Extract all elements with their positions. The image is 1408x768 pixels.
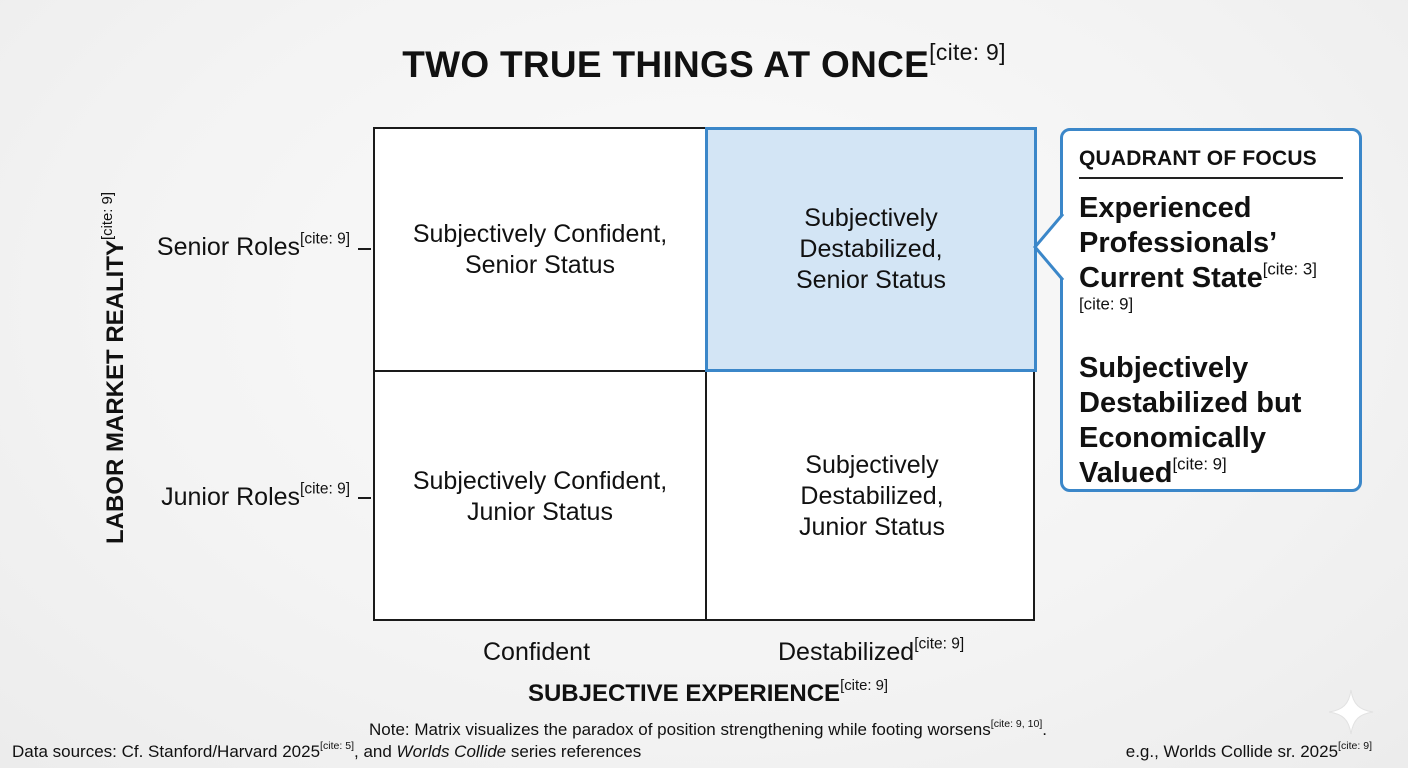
grid-horizontal-divider (375, 370, 1033, 372)
sources-cite: [cite: 5] (320, 740, 354, 753)
sources-mid: , and (354, 742, 397, 761)
column-label-destabilized-cite: [cite: 9] (914, 635, 965, 653)
row-label-senior-text: Senior Roles (156, 233, 301, 261)
quadrant-destabilized-senior-label: Subjectively Destabilized, Senior Status (795, 204, 947, 294)
row-label-junior-text: Junior Roles (161, 483, 301, 511)
quadrant-destabilized-junior-label: Subjectively Destabilized, Junior Status (799, 451, 945, 541)
row-label-senior: Senior Roles[cite: 9] (156, 230, 350, 262)
row-label-senior-cite: [cite: 9] (300, 230, 350, 248)
y-axis-title: LABOR MARKET REALITY[cite: 9] (99, 192, 130, 544)
note-suffix: . (1042, 720, 1048, 739)
row-label-junior-cite: [cite: 9] (300, 480, 350, 498)
callout-primary: Experienced Professionals’ Current State… (1079, 191, 1343, 331)
callout-secondary-text: Subjectively Destabilized but Economical… (1079, 352, 1302, 489)
reference-text: e.g., Worlds Collide sr. 2025 (1125, 742, 1339, 761)
row-label-junior: Junior Roles[cite: 9] (161, 480, 350, 512)
quadrant-destabilized-senior-highlighted: Subjectively Destabilized, Senior Status (705, 127, 1037, 372)
title-cite: [cite: 9] (929, 38, 1006, 65)
callout-pointer-arrow (1033, 213, 1065, 281)
matrix-note: Note: Matrix visualizes the paradox of p… (0, 718, 1408, 740)
quadrant-confident-senior-label: Subjectively Confident, Senior Status (412, 219, 668, 279)
focus-callout: QUADRANT OF FOCUS Experienced Profession… (1060, 128, 1362, 492)
note-text: Note: Matrix visualizes the paradox of p… (368, 720, 991, 739)
quadrant-confident-junior-label: Subjectively Confident, Junior Status (412, 466, 668, 526)
sources-suffix: series references (506, 742, 642, 761)
quadrant-confident-senior: Subjectively Confident, Senior Status (375, 129, 705, 370)
y-axis-cite: [cite: 9] (99, 192, 116, 240)
callout-secondary: Subjectively Destabilized but Economical… (1079, 351, 1343, 491)
column-label-confident-text: Confident (483, 638, 591, 666)
callout-primary-text: Experienced Professionals’ Current State (1079, 192, 1276, 294)
column-label-destabilized-text: Destabilized (778, 638, 915, 666)
matrix-grid: Subjectively Confident, Senior Status Su… (373, 127, 1037, 621)
axis-tick-junior (358, 497, 371, 499)
x-axis-title-text: SUBJECTIVE EXPERIENCE (527, 680, 841, 707)
callout-secondary-cite: [cite: 9] (1172, 454, 1227, 474)
reference-cite: [cite: 9] (1338, 740, 1372, 753)
grid-vertical-divider (705, 129, 707, 619)
x-axis-title: SUBJECTIVE EXPERIENCE[cite: 9] (0, 677, 1408, 708)
sources-italic-title: Worlds Collide (396, 742, 507, 761)
column-label-destabilized: Destabilized[cite: 9] (778, 635, 965, 667)
note-cite: [cite: 9, 10] (990, 718, 1043, 731)
x-axis-cite: [cite: 9] (840, 677, 889, 694)
sparkle-icon (1328, 689, 1374, 735)
page-title: TWO TRUE THINGS AT ONCE[cite: 9] (0, 40, 1408, 86)
reference-footer: e.g., Worlds Collide sr. 2025[cite: 9] (1125, 740, 1372, 762)
data-sources-footer: Data sources: Cf. Stanford/Harvard 2025[… (12, 740, 642, 762)
title-text: TWO TRUE THINGS AT ONCE (402, 44, 930, 85)
sources-prefix: Data sources: Cf. Stanford/Harvard 2025 (12, 742, 321, 761)
y-axis-title-text: LABOR MARKET REALITY (102, 239, 129, 544)
column-label-confident: Confident (483, 638, 590, 667)
callout-heading: QUADRANT OF FOCUS (1079, 147, 1343, 179)
quadrant-confident-junior: Subjectively Confident, Junior Status (375, 372, 705, 621)
quadrant-destabilized-junior: Subjectively Destabilized, Junior Status (707, 372, 1037, 621)
callout-primary-cite: [cite: 3][cite: 9] (1079, 259, 1317, 314)
axis-tick-senior (358, 248, 371, 250)
